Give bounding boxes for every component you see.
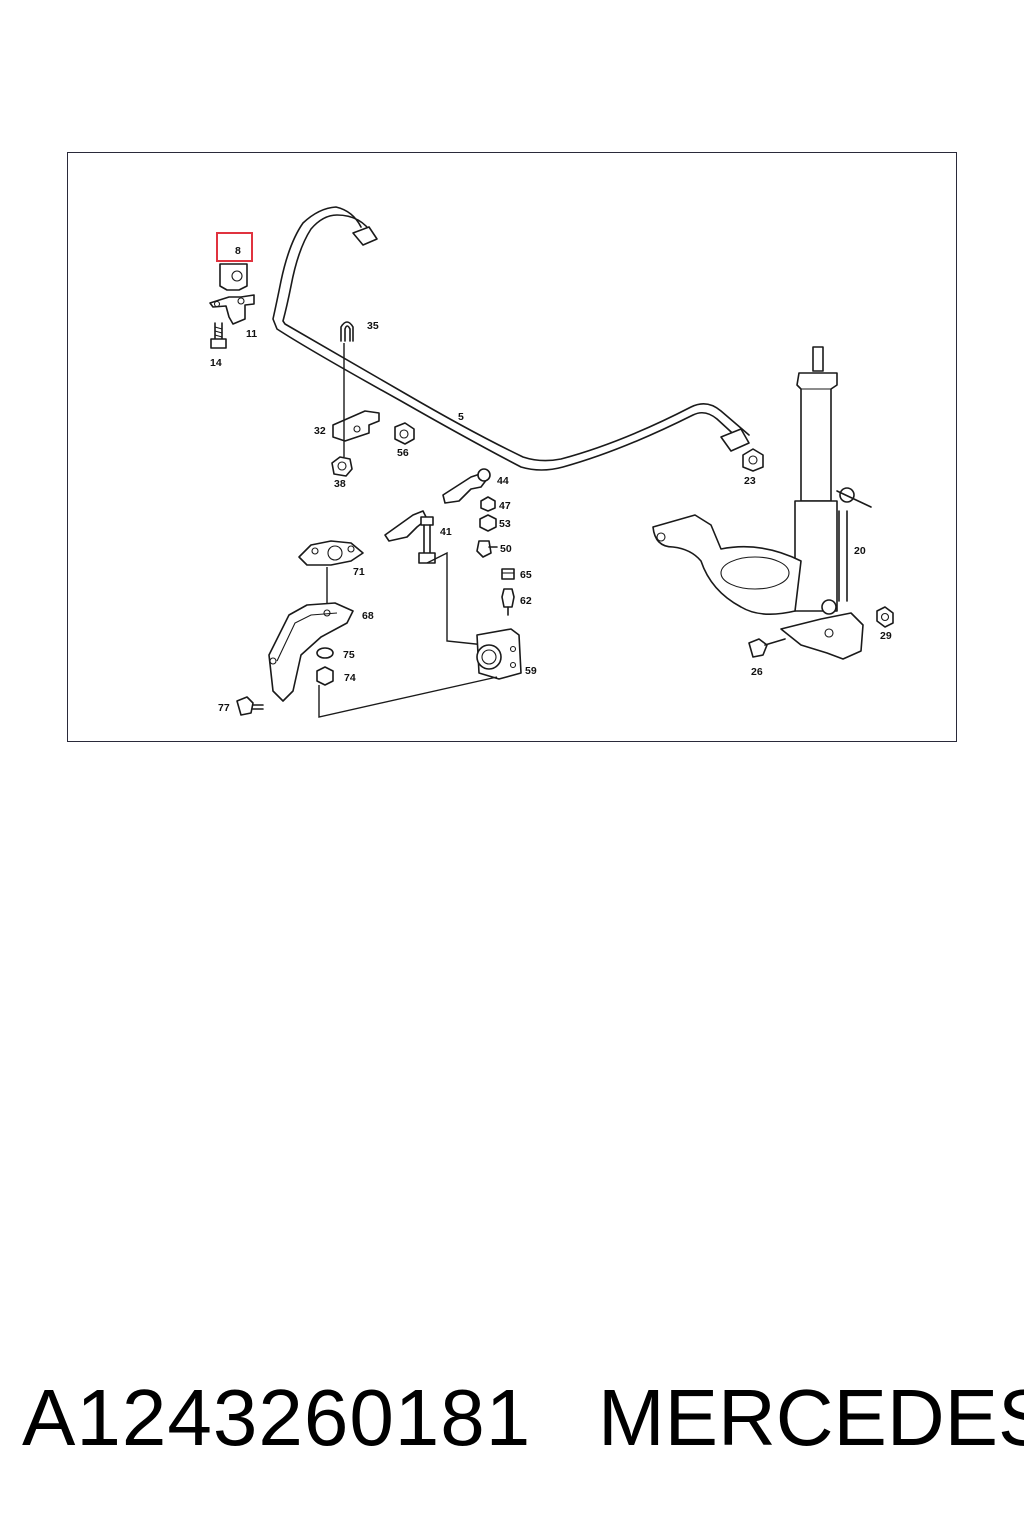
parts-diagram: 8 11 14 35 5 32 56 38 23 44 47 53 41 50 …	[209, 206, 894, 718]
part-20-shock-absorber[interactable]	[794, 346, 872, 615]
highlight-box	[216, 232, 253, 262]
callout-47[interactable]: 47	[499, 500, 511, 512]
part-62-valve[interactable]	[501, 588, 515, 616]
callout-41[interactable]: 41	[440, 526, 452, 538]
part-8-bushing[interactable]	[219, 263, 248, 291]
part-68-bracket[interactable]	[268, 602, 354, 702]
part-65-plug[interactable]	[501, 568, 515, 580]
part-38-nut[interactable]	[331, 456, 353, 477]
callout-44[interactable]: 44	[497, 475, 509, 487]
parts-diagram-frame: 8 11 14 35 5 32 56 38 23 44 47 53 41 50 …	[67, 152, 957, 742]
callout-32[interactable]: 32	[314, 425, 326, 437]
callout-53[interactable]: 53	[499, 518, 511, 530]
part-75-washer[interactable]	[316, 647, 334, 659]
part-71-mount-plate[interactable]	[298, 540, 364, 566]
part-5-stabilizer-bar[interactable]	[272, 206, 750, 471]
part-14-bolt[interactable]	[210, 322, 227, 349]
footer: A1243260181 MERCEDES	[0, 1368, 1024, 1478]
callout-62[interactable]: 62	[520, 595, 532, 607]
callout-38[interactable]: 38	[334, 478, 346, 490]
callout-20[interactable]: 20	[854, 545, 866, 557]
part-32-bracket[interactable]	[332, 410, 380, 442]
part-53-nut[interactable]	[479, 514, 497, 532]
callout-59[interactable]: 59	[525, 665, 537, 677]
part-number: A1243260181	[22, 1373, 532, 1462]
callout-11[interactable]: 11	[246, 328, 257, 340]
callout-65[interactable]: 65	[520, 569, 532, 581]
part-35-u-bolt[interactable]	[340, 321, 354, 342]
part-29-nut[interactable]	[876, 606, 894, 628]
part-11-clamp[interactable]	[209, 294, 255, 325]
callout-56[interactable]: 56	[397, 447, 409, 459]
callout-14[interactable]: 14	[210, 357, 222, 369]
callout-74[interactable]: 74	[344, 672, 356, 684]
part-56-nut[interactable]	[394, 422, 415, 445]
callout-8[interactable]: 8	[235, 245, 241, 257]
part-26-bolt[interactable]	[748, 638, 786, 658]
part-77-bolt[interactable]	[236, 696, 264, 716]
steering-knuckle[interactable]	[780, 612, 864, 660]
lower-control-arm[interactable]	[652, 514, 802, 615]
callout-75[interactable]: 75	[343, 649, 355, 661]
part-23-nut[interactable]	[742, 448, 764, 472]
callout-68[interactable]: 68	[362, 610, 374, 622]
part-41-link[interactable]	[384, 510, 436, 564]
callout-29[interactable]: 29	[880, 630, 892, 642]
part-59-valve-body[interactable]	[476, 628, 522, 680]
part-47-nut[interactable]	[480, 496, 496, 512]
brand-name: MERCEDES	[598, 1373, 1024, 1462]
part-74-nut[interactable]	[316, 666, 334, 686]
part-44-bracket[interactable]	[442, 468, 491, 504]
callout-35[interactable]: 35	[367, 320, 379, 332]
callout-26[interactable]: 26	[751, 666, 763, 678]
callout-50[interactable]: 50	[500, 543, 512, 555]
callout-71[interactable]: 71	[353, 566, 365, 578]
part-50-bolt[interactable]	[476, 540, 498, 558]
callout-23[interactable]: 23	[744, 475, 756, 487]
callout-77[interactable]: 77	[218, 702, 230, 714]
callout-5[interactable]: 5	[458, 411, 464, 423]
